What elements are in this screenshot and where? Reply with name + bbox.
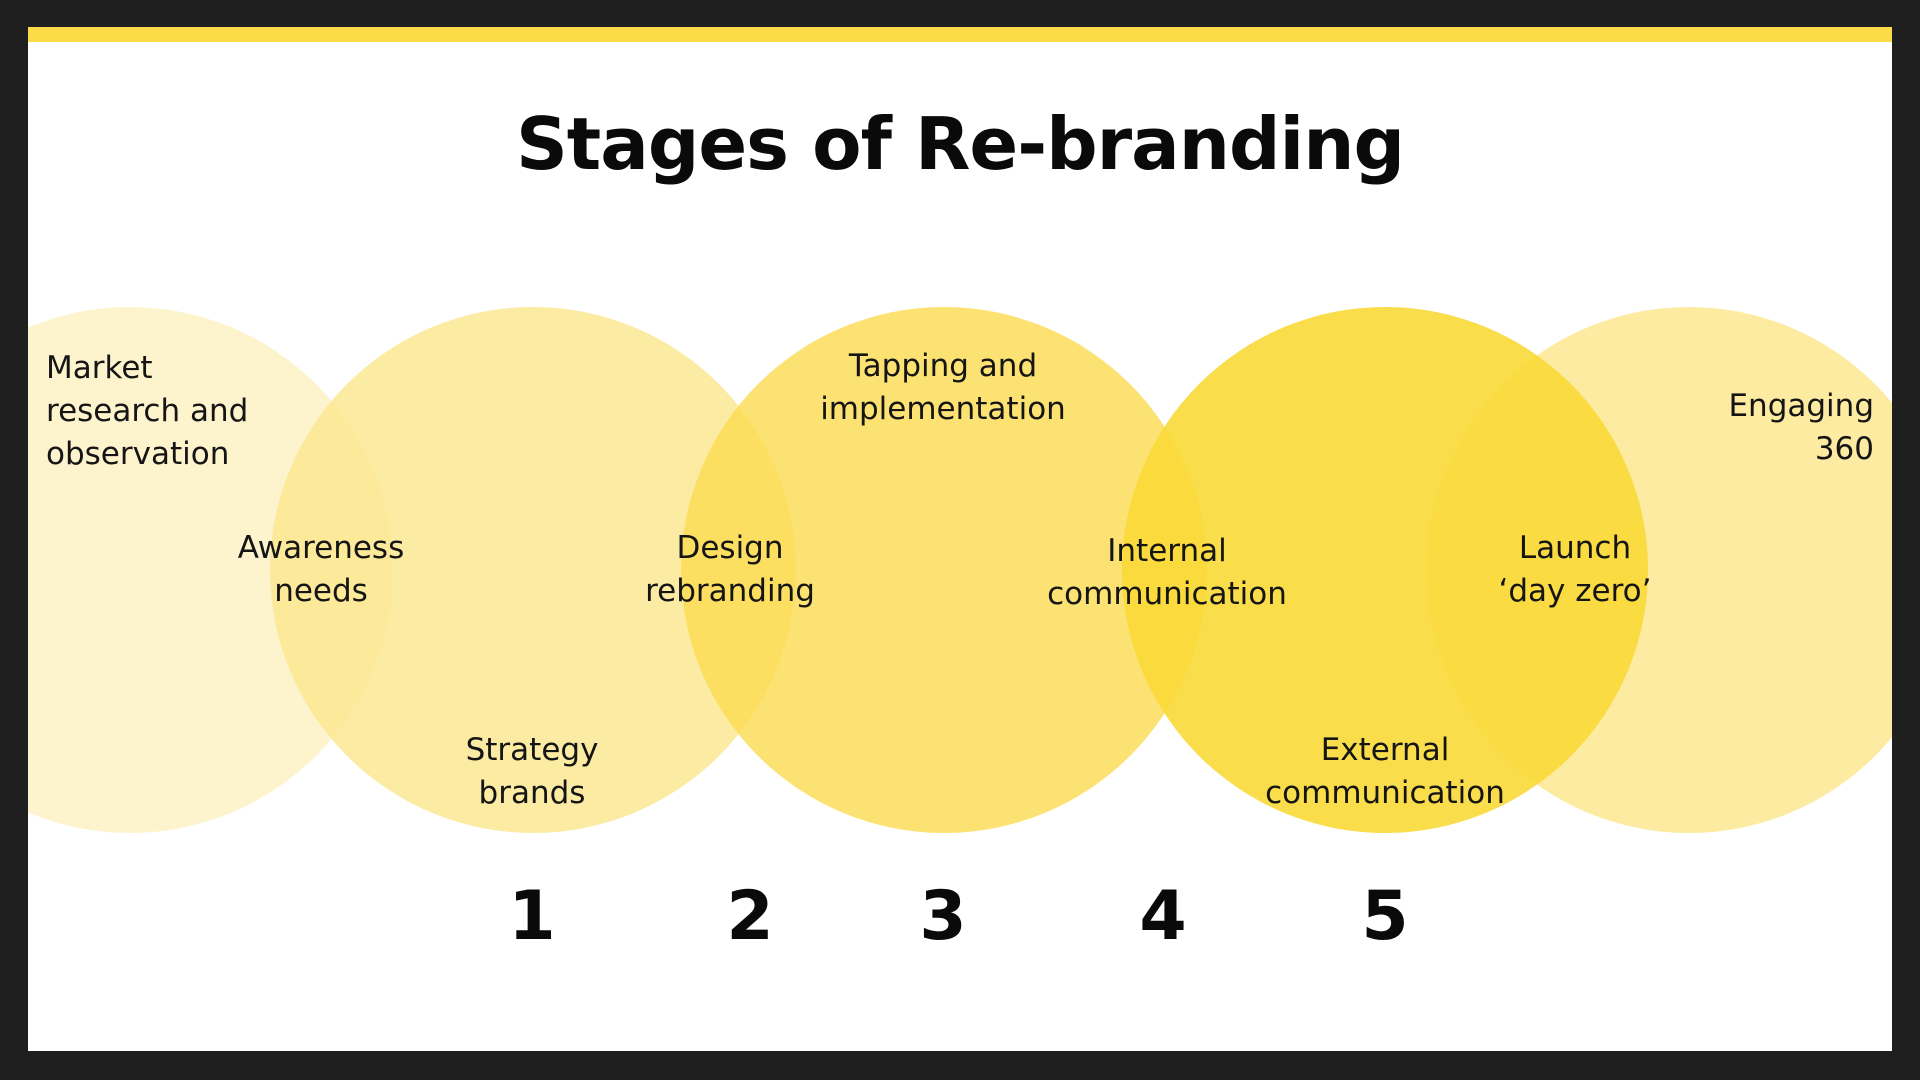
stage-number-5: 5 <box>1361 877 1409 956</box>
label-strategy-brands: Strategy brands <box>465 732 599 811</box>
stage-number-4: 4 <box>1139 877 1187 956</box>
stage-circle-4 <box>1122 307 1648 833</box>
label-engaging-360: Engaging 360 <box>1728 388 1874 467</box>
stage-number-1: 1 <box>508 877 556 956</box>
label-design-rebranding: Design rebranding <box>645 530 815 609</box>
label-awareness-needs: Awareness needs <box>237 530 405 609</box>
label-market-research: Market research and observation <box>46 350 249 472</box>
stage-circle-3 <box>681 307 1207 833</box>
slide: Stages of Re-branding Market research an… <box>28 27 1892 1051</box>
page-title: Stages of Re-branding <box>515 102 1405 186</box>
stage-number-3: 3 <box>919 877 967 956</box>
label-internal-communication: Internal communication <box>1047 533 1287 612</box>
label-tapping-implementation: Tapping and implementation <box>820 348 1066 427</box>
stage-number-2: 2 <box>726 877 774 956</box>
label-launch-day-zero: Launch ‘day zero’ <box>1498 530 1652 609</box>
label-external-communication: External communication <box>1265 732 1505 811</box>
accent-top-bar <box>28 27 1892 42</box>
